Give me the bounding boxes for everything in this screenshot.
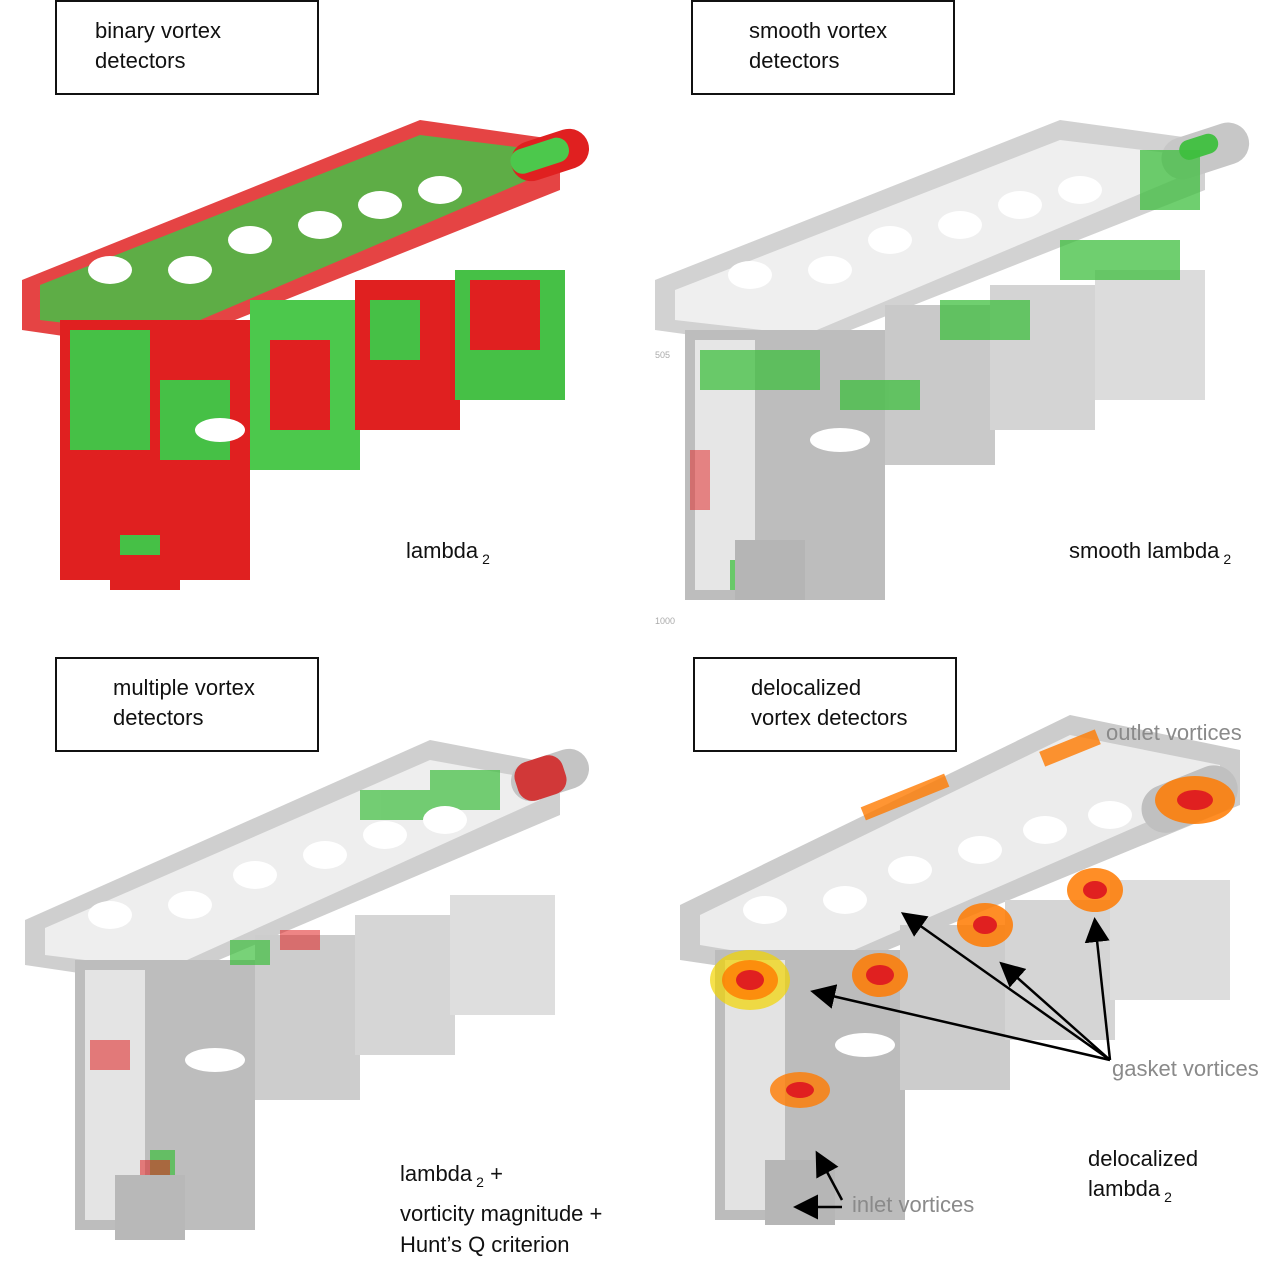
panel-smooth: 505 1000 smooth vortex detectors smooth …: [640, 0, 1284, 640]
panel-title-line1: binary vortex: [95, 18, 221, 43]
panel-title-line1: smooth vortex: [749, 18, 888, 43]
panel-title-box: delocalized vortex detectors: [693, 657, 957, 752]
panel-title-box: binary vortex detectors: [55, 0, 319, 95]
method-label-line2: vorticity magnitude +: [400, 1201, 603, 1226]
engine-render-delocalized: [680, 715, 1240, 1225]
method-label-text: lambda: [406, 538, 479, 563]
panel-title-line1: multiple vortex: [113, 675, 255, 700]
method-label-subscript: 2: [482, 551, 490, 567]
inlet-box: [115, 1175, 185, 1240]
panel-title-line2: detectors: [95, 48, 186, 73]
panel-title-line2: detectors: [749, 48, 840, 73]
method-label-line3: Hunt’s Q criterion: [400, 1232, 570, 1257]
method-label-subscript: 2: [476, 1174, 484, 1190]
vortex-blobs: [710, 729, 1235, 1214]
panel-title-box: smooth vortex detectors: [691, 0, 955, 95]
method-label-line1: delocalized: [1088, 1146, 1199, 1171]
engine-render-multiple: [25, 740, 590, 1240]
tiny-mark-b: 1000: [655, 616, 676, 626]
engine-render-smooth: [655, 120, 1250, 600]
method-label-text: lambda: [1088, 1176, 1161, 1201]
method-label-subscript: 2: [1164, 1189, 1172, 1205]
tiny-mark-a: 505: [655, 350, 671, 360]
method-label-subscript: 2: [1223, 551, 1232, 567]
outlet-vortices-annotation: outlet vortices: [1106, 720, 1242, 745]
inlet-box: [735, 540, 805, 600]
gasket-vortices-annotation: gasket vortices: [1112, 1056, 1259, 1081]
cylinder-bank: [75, 895, 555, 1230]
inlet-vortices-annotation: inlet vortices: [852, 1192, 975, 1217]
engine-render-binary: [22, 120, 590, 590]
panel-delocalized: delocalized vortex detectors outlet vort…: [640, 640, 1284, 1271]
panel-title-line2: detectors: [113, 705, 204, 730]
panel-title-line2: vortex detectors: [751, 705, 908, 730]
method-label-text: smooth lambda: [1069, 538, 1220, 563]
inlet-box: [765, 1160, 835, 1225]
method-label-text: lambda: [400, 1161, 473, 1186]
panel-title-box: multiple vortex detectors: [55, 657, 319, 752]
panel-title-line1: delocalized: [751, 675, 862, 700]
method-label-plus: +: [490, 1161, 503, 1186]
